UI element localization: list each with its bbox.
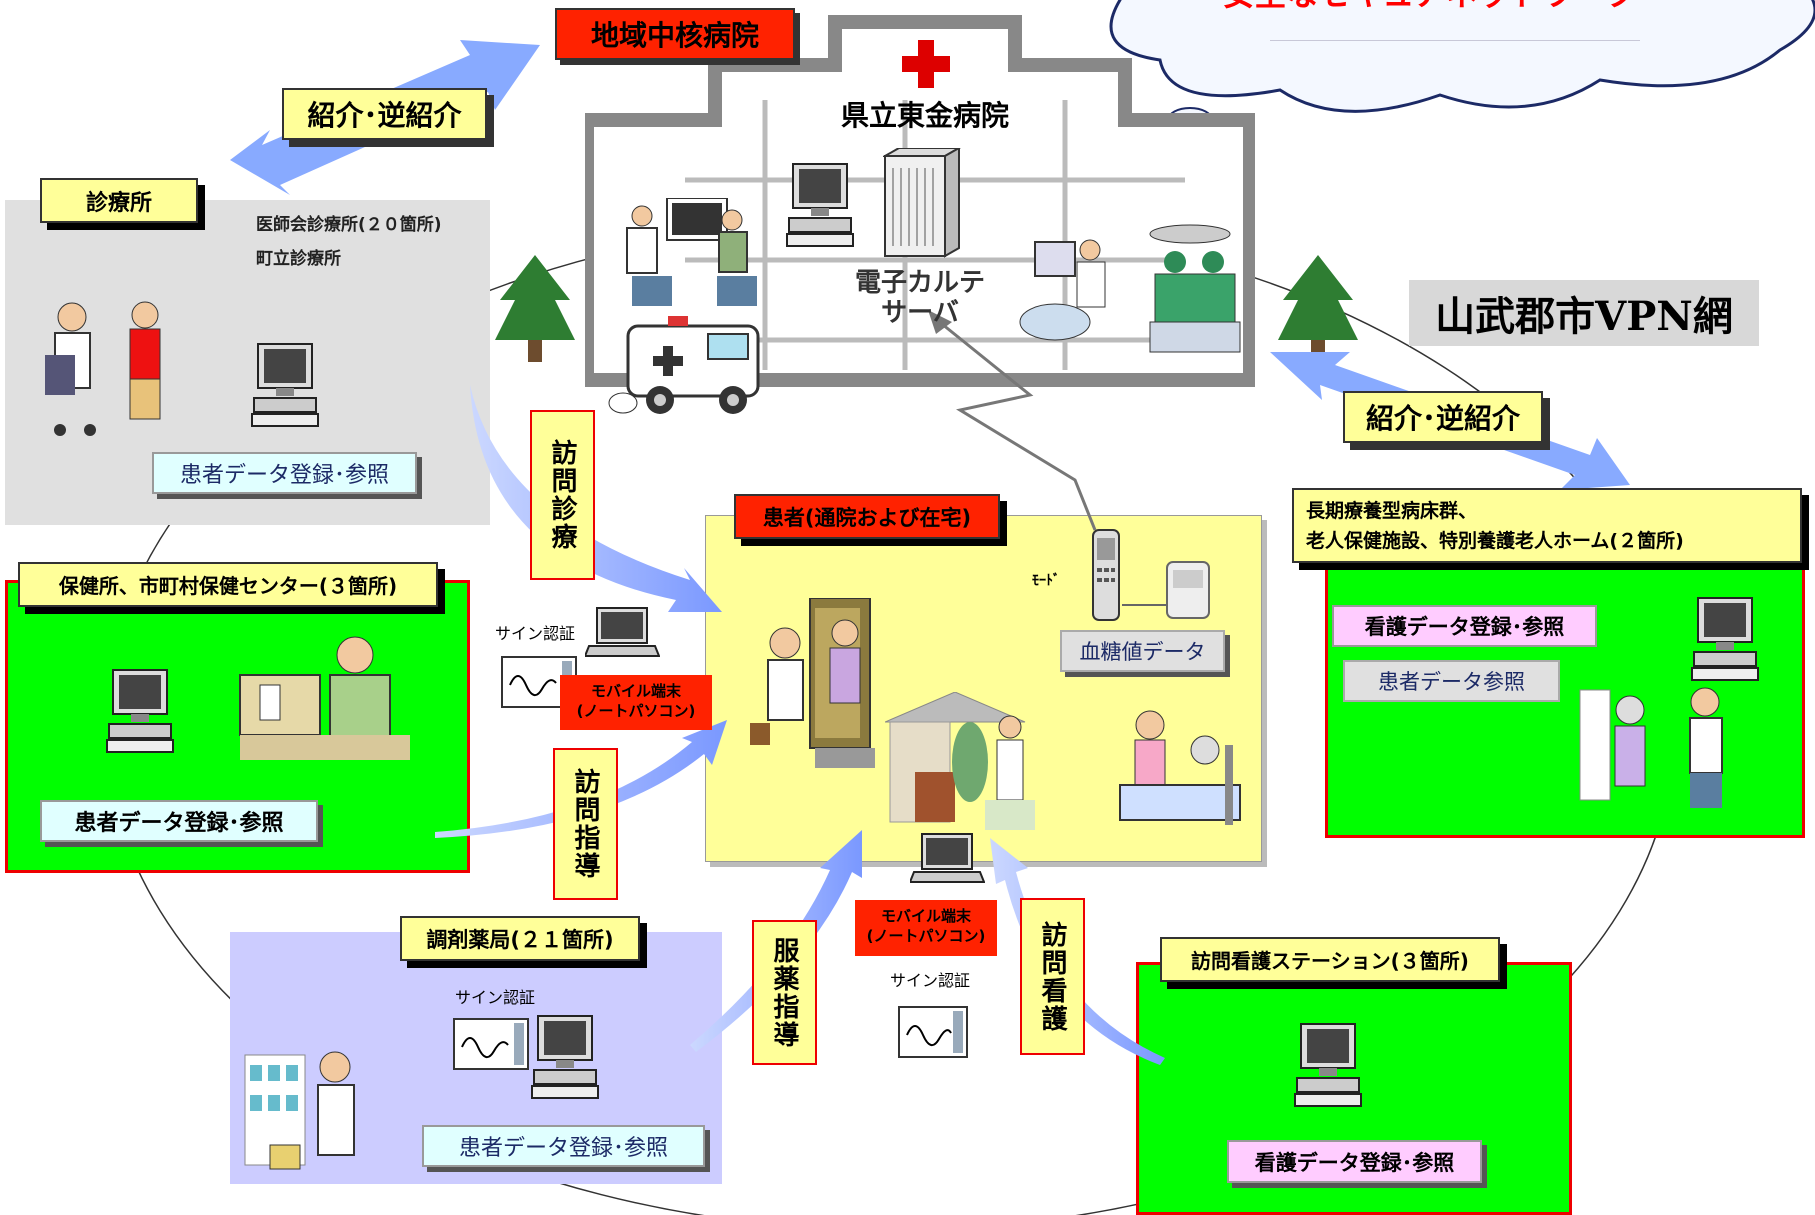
visit-exam-label: 訪問診療 [530,410,595,580]
cloud-divider [1270,40,1640,41]
home-visit-illustration [750,598,875,768]
glucose-meter-icon [1166,561,1210,619]
clinic-sub2: 町立診療所 [256,249,341,269]
ambulance-icon [608,316,760,414]
medication-guidance-text: 服薬指導 [769,936,799,1049]
pharmacist-illustration [244,1051,355,1170]
visit-nursing-label: 訪問看護 [1020,898,1085,1055]
visit-exam-text: 訪問診療 [547,439,577,551]
cloud-caption: 安全なセキュアネットワーク [1190,0,1670,14]
clinic-data-button[interactable]: 患者データ登録･参照 [152,452,417,494]
modem-label: ﾓｰﾄﾞ [1032,573,1060,589]
mobile-left-line1: モバイル端末 [590,682,681,700]
doctor-consultation-illustration [626,198,757,306]
mobile-bottom-line1: モバイル端末 [880,907,971,925]
health-center-data-button[interactable]: 患者データ登録･参照 [40,800,318,842]
mobile-left-sign-label: サイン認証 [495,624,576,643]
mobile-bottom-sign-label: サイン認証 [890,971,971,990]
hospital-name: 県立東金病院 [840,99,1009,132]
vpn-label: 山武郡市VPN網 [1409,280,1759,346]
longterm-patient-button[interactable]: 患者データ参照 [1343,660,1560,702]
longterm-title: 長期療養型病床群、 老人保健施設、特別養護老人ホーム(２箇所) [1292,488,1802,563]
glucose-data-label[interactable]: 血糖値データ [1060,630,1225,672]
pharmacy-title: 調剤薬局(２１箇所) [400,916,640,961]
visit-guidance-label: 訪問指導 [553,748,618,900]
surgery-illustration [1019,224,1241,353]
longterm-title-line2: 老人保健施設、特別養護老人ホーム(２箇所) [1306,530,1684,552]
nursing-station-title: 訪問看護ステーション(３箇所) [1160,937,1500,982]
mobile-left-line2: (ノートパソコン) [576,702,696,720]
computer-icon [1691,597,1759,681]
clinic-sub1: 医師会診療所(２０箇所) [256,215,442,235]
computer-icon [251,343,319,427]
laptop-icon [585,607,660,657]
health-center-title: 保健所、市町村保健センター(３箇所) [18,562,438,607]
computer-icon [531,1015,599,1099]
longterm-nursing-button[interactable]: 看護データ登録･参照 [1332,605,1597,647]
mobile-left-badge: モバイル端末 (ノートパソコン) [560,675,712,730]
pharmacy-data-button[interactable]: 患者データ登録･参照 [422,1125,705,1167]
referral-label-right: 紹介･逆紹介 [1343,391,1543,443]
server-label-2: サーバ [881,298,959,328]
clinic-title: 診療所 [40,178,198,223]
signature-pad-icon [453,1018,529,1070]
medication-guidance-label: 服薬指導 [752,920,817,1065]
server-icon [883,148,961,258]
nursing-station-data-button[interactable]: 看護データ登録･参照 [1227,1140,1482,1183]
mobile-phone-icon [1092,529,1120,621]
laptop-icon [910,833,985,883]
red-cross-icon [902,40,950,88]
longterm-title-line1: 長期療養型病床群、 [1306,500,1478,522]
secure-network-cloud [1109,0,1815,113]
pharmacy-sign-label: サイン認証 [455,988,536,1007]
patient-title: 患者(通院および在宅) [734,494,1000,539]
referral-label-left: 紹介･逆紹介 [282,88,487,140]
house-nurse-illustration [885,692,1035,830]
bedside-care-illustration [1119,710,1241,825]
tree-icon [495,255,575,362]
core-hospital-tag: 地域中核病院 [555,8,795,60]
visit-nursing-text: 訪問看護 [1037,920,1067,1033]
elderly-care-illustration [1579,687,1723,808]
signature-pad-icon [898,1006,968,1058]
server-label-1: 電子カルテ [854,268,985,298]
visit-guidance-text: 訪問指導 [570,768,600,880]
mobile-bottom-line2: (ノートパソコン) [866,927,986,945]
computer-icon [1294,1023,1362,1107]
health-checkup-illustration [239,636,410,760]
clinic-doctor-illustration [45,301,161,436]
mobile-bottom-badge: モバイル端末 (ノートパソコン) [855,900,997,956]
computer-icon [106,669,174,753]
computer-icon [786,163,854,247]
